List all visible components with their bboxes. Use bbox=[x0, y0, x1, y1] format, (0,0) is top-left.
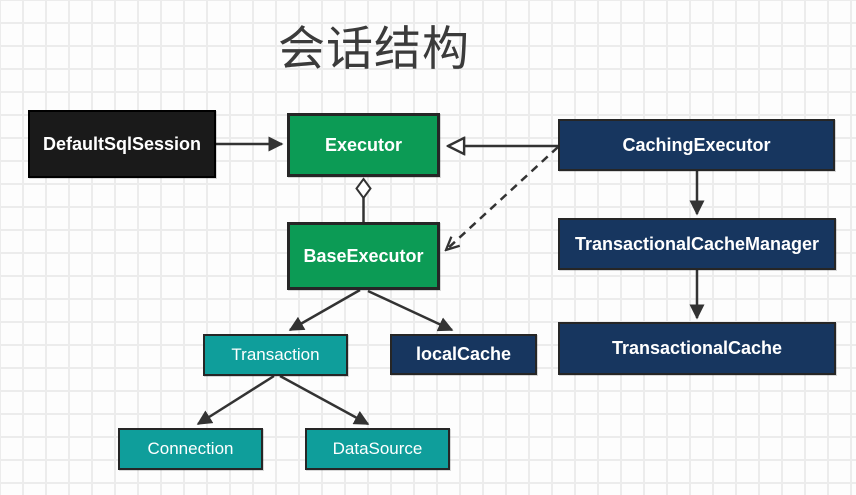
node-caching-executor: CachingExecutor bbox=[558, 119, 835, 171]
node-data-source: DataSource bbox=[305, 428, 450, 470]
edge-cachingexecutor-baseexecutor-dashed bbox=[446, 146, 559, 250]
node-local-cache: localCache bbox=[390, 334, 537, 375]
node-label: DataSource bbox=[332, 439, 423, 458]
aggregation-diamond-icon bbox=[355, 177, 372, 200]
node-base-executor: BaseExecutor bbox=[287, 222, 440, 290]
node-default-sql-session: DefaultSqlSession bbox=[28, 110, 216, 178]
node-label: localCache bbox=[415, 344, 512, 364]
node-label: Connection bbox=[147, 439, 234, 458]
node-label: Executor bbox=[324, 134, 403, 155]
node-transactional-cache-manager: TransactionalCacheManager bbox=[558, 218, 836, 270]
edge-baseexecutor-localcache bbox=[367, 289, 454, 332]
diagram-title: 会话结构 bbox=[278, 22, 470, 75]
edge-baseexecutor-transaction bbox=[288, 288, 361, 332]
node-label: DefaultSqlSession bbox=[42, 133, 202, 154]
node-label: BaseExecutor bbox=[303, 245, 424, 266]
edge-transaction-datasource bbox=[279, 374, 370, 426]
node-label: TransactionalCache bbox=[611, 338, 783, 358]
node-transactional-cache: TransactionalCache bbox=[558, 322, 836, 375]
node-label: TransactionalCacheManager bbox=[574, 233, 820, 254]
node-executor: Executor bbox=[287, 113, 440, 177]
node-label: Transaction bbox=[231, 345, 320, 364]
edge-transaction-connection bbox=[196, 374, 275, 426]
node-connection: Connection bbox=[118, 428, 263, 470]
node-label: CachingExecutor bbox=[622, 134, 771, 155]
node-transaction: Transaction bbox=[203, 334, 348, 376]
